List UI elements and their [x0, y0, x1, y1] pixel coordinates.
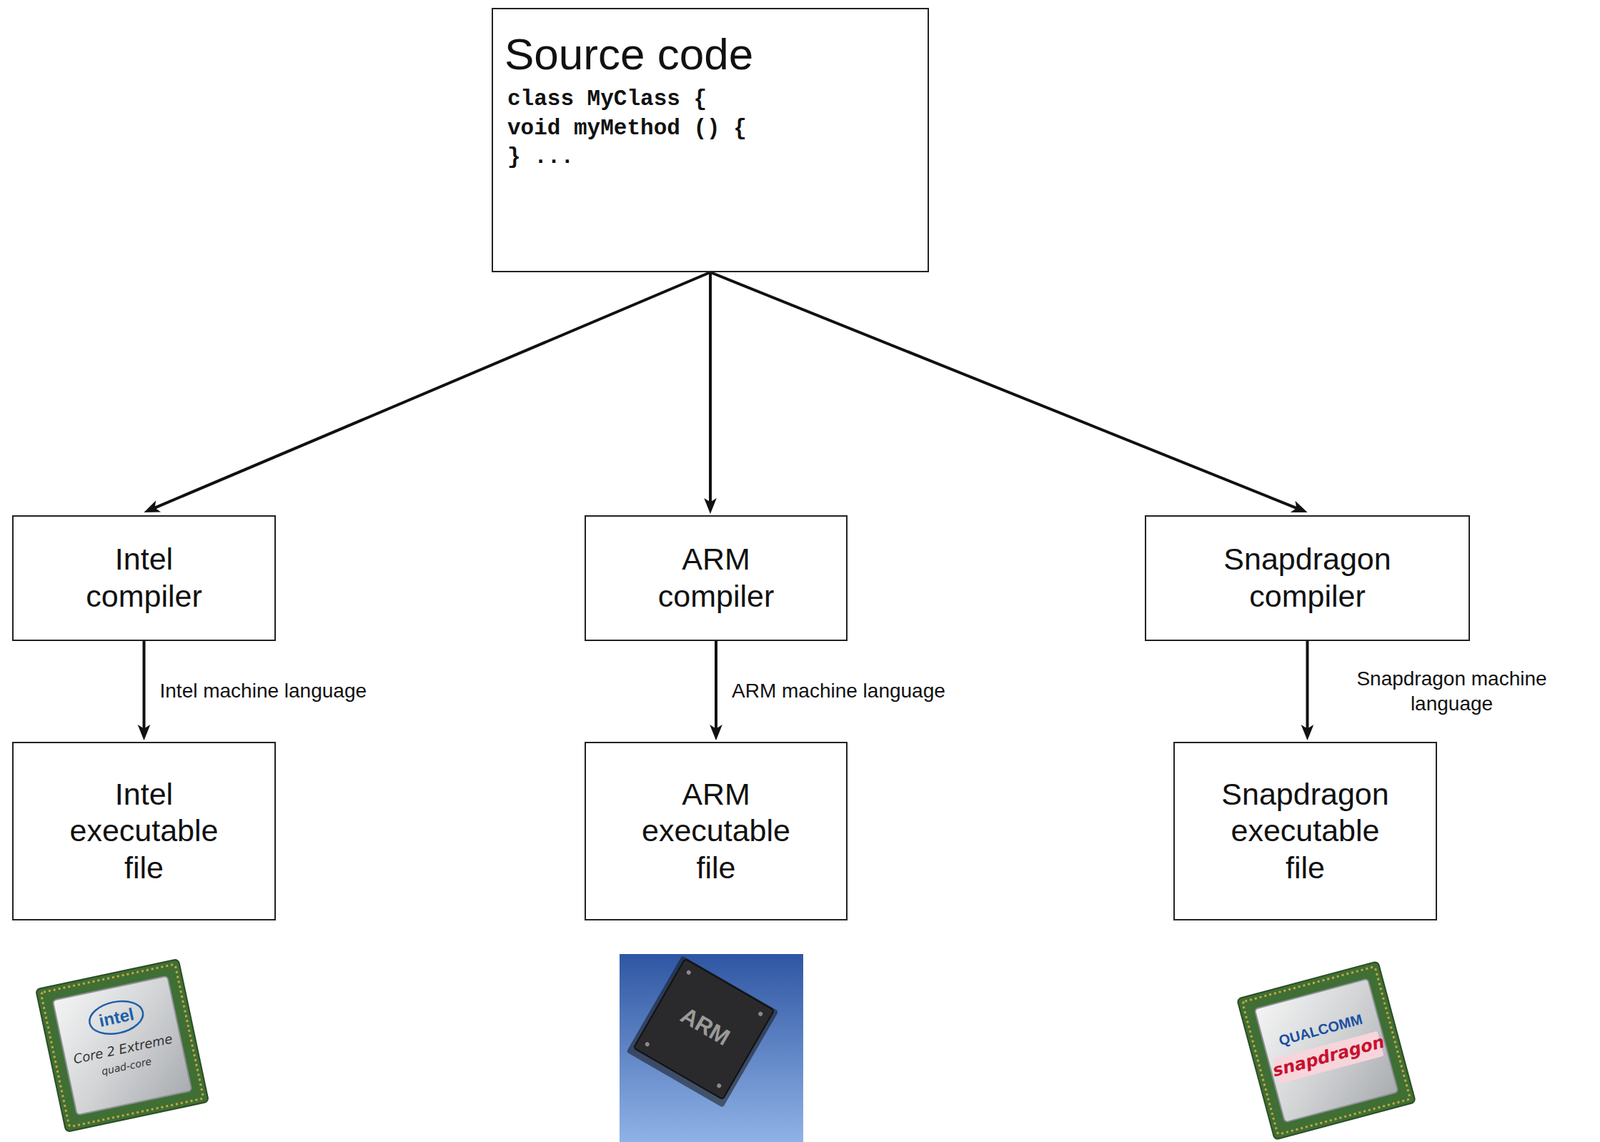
process-box: Intel executable file: [12, 741, 276, 921]
box-title: Intel compiler: [55, 540, 234, 615]
logo-ring: [86, 996, 146, 1039]
process-box: Snapdragon executable file: [1173, 741, 1438, 921]
chip-dot: [686, 969, 692, 976]
box-title: Intel executable file: [55, 776, 234, 887]
edge-label: Intel machine language: [158, 678, 369, 704]
process-box: ARM compiler: [584, 515, 848, 642]
chip-pins: [1241, 966, 1410, 1135]
process-box: ARM executable file: [584, 741, 848, 921]
arrow-connector: [714, 641, 718, 732]
edge-label: Snapdragon machine language: [1322, 666, 1583, 717]
chip-pins: [40, 964, 204, 1127]
chip-dot: [716, 1082, 722, 1089]
chip-dot: [757, 1011, 764, 1017]
snapdragon-chip: [1236, 961, 1416, 1140]
chip-lid: [52, 976, 193, 1116]
arrow-connector: [142, 641, 146, 732]
box-title: ARM executable file: [626, 776, 806, 887]
chip-dot: [644, 1041, 651, 1047]
arrow-connector: [1306, 641, 1310, 732]
process-box: Snapdragon compiler: [1144, 515, 1470, 642]
edge-label: ARM machine language: [730, 678, 947, 704]
arm-chip: [625, 955, 779, 1108]
arm-photo-ground: [619, 953, 804, 1142]
chip-body: [633, 958, 775, 1100]
arrow-connector: [710, 272, 1300, 510]
box-title: ARM compiler: [626, 540, 806, 615]
box-title: Snapdragon executable file: [1216, 776, 1395, 887]
chip-lid: [1254, 979, 1399, 1123]
process-box: Intel compiler: [12, 515, 276, 642]
chip-board: [35, 958, 209, 1132]
arrow-connector: [152, 272, 711, 509]
arrow-connector: [708, 272, 712, 506]
box-title: Snapdragon compiler: [1218, 540, 1398, 615]
chip-shadow: [625, 955, 779, 1108]
chip-board: [1236, 961, 1416, 1140]
box-heading: Source code: [504, 27, 754, 81]
code-text: class MyClass { void myMethod () { } ...: [504, 85, 760, 172]
intel-chip: [35, 958, 209, 1132]
source-box: Source codeclass MyClass { void myMethod…: [491, 7, 929, 273]
